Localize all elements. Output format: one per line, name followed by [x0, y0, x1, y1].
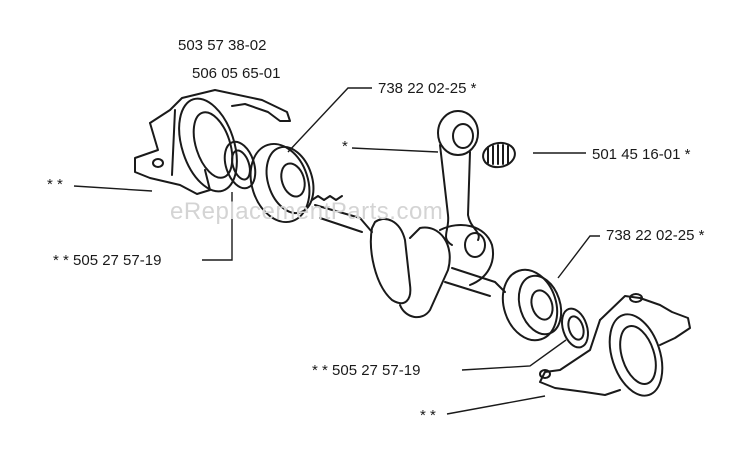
callout-ball-bearing-right: 738 22 02-25 * [606, 227, 705, 244]
callout-needle-bearing: 501 45 16-01 * [592, 146, 691, 163]
callout-ball-bearing-top: 738 22 02-25 * [378, 80, 477, 97]
callout-conrod-marker: * [342, 138, 348, 155]
callout-seal-left: * * 505 27 57-19 [53, 252, 162, 269]
right-seal [561, 307, 589, 349]
right-ball-bearing [501, 268, 563, 342]
callout-bearing-housing-top: 503 57 38-02 [178, 37, 267, 54]
crankshaft [311, 195, 506, 319]
callout-right-housing-marker: * * [420, 407, 436, 424]
right-bearing-housing [539, 293, 691, 397]
left-seal [223, 140, 257, 190]
callout-bearing-housing-top-alt: 506 05 65-01 [192, 65, 281, 82]
leader-lines [73, 87, 600, 415]
callout-left-housing-marker: * * [47, 176, 63, 193]
callout-seal-right: * * 505 27 57-19 [312, 362, 421, 379]
left-ball-bearing [249, 142, 315, 224]
needle-bearing [482, 141, 516, 169]
watermark: eReplacementParts.com [170, 198, 444, 225]
left-bearing-housing [134, 89, 291, 195]
connecting-rod [437, 110, 480, 246]
